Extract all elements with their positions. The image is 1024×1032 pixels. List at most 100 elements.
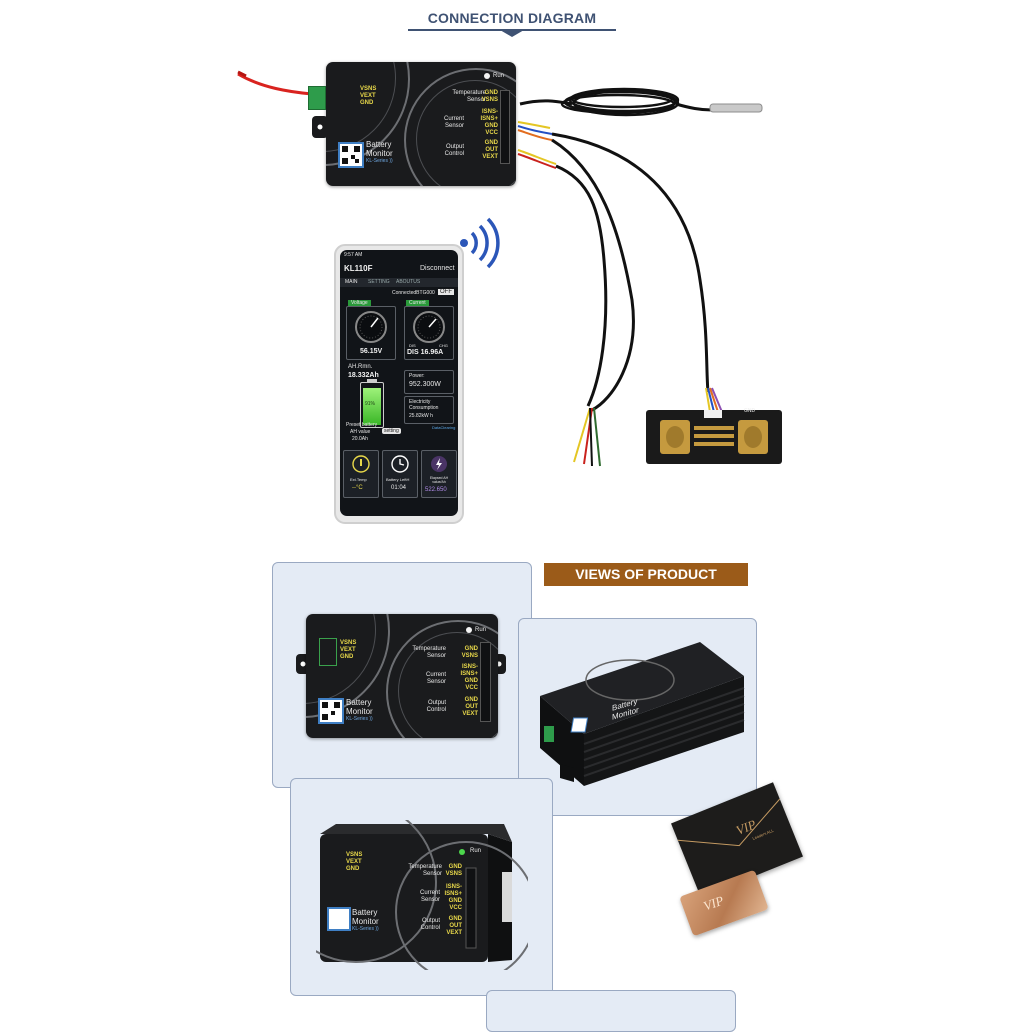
elec-label-1: Electricity [409,399,431,405]
side-pin-out: OUT [449,923,462,929]
front-pin-vcc: VCC [465,685,478,691]
app-title: KL110F [344,264,373,273]
tile-ext-temp-value: --°C [352,485,363,491]
front-title-line1: Battery [346,698,372,707]
wiring-illustration [237,70,763,467]
pin-isns-minus: ISNS- [481,109,498,115]
group-current-name2: Sensor [444,123,464,129]
ah-value: 18.332Ah [348,372,379,379]
tab-setting[interactable]: SETTING [368,279,390,285]
front-terminal-outline [319,638,337,666]
group-temp-name1: Temperature [452,90,486,96]
label-gnd: GND [360,100,374,106]
front-temp-name1: Temperature [412,646,446,652]
ah-label: AH.Rmn. [348,364,373,370]
battery-monitor-front: VSNS VEXT GND Run Battery Monitor KL-Ser… [306,614,498,738]
status-time: 9:57 AM [344,252,363,258]
battery-monitor-side [316,820,528,970]
tile-ext-temp-label: Ext.Temp [350,477,367,482]
side-output-name1: Output [421,918,440,924]
tab-aboutus[interactable]: ABOUTUS [396,279,421,285]
side-pin-output-gnd: GND [448,916,462,922]
front-temp-name2: Sensor [426,653,446,659]
clock-icon [391,455,409,473]
pin-current-gnd: GND [484,123,498,129]
group-output-name2: Control [444,151,464,157]
side-output-name2: Control [420,925,440,931]
tile-elapsed-ah-label: Elapsed AH value/Ah [429,476,449,484]
screw-terminal [308,86,326,110]
battery-monitor-angled [540,642,745,786]
tile-ext-temp: Ext.Temp --°C [343,450,379,498]
side-current-name2: Sensor [420,897,440,903]
side-pin-temp-gnd: GND [448,864,462,870]
connection-diagram-title: CONNECTION DIAGRAM [427,10,597,26]
pin-temp-vsns: VSNS [481,97,498,103]
power-panel: Power: 952.300W [404,370,454,394]
vip-card-black: VIP Leaders ALL [671,782,803,898]
front-current-name1: Current [425,672,446,678]
views-of-product-title: VIEWS OF PRODUCT [544,563,748,586]
front-pin-temp-vsns: VSNS [461,653,478,659]
front-run-label: Run [475,627,487,633]
front-pin-isns-plus: ISNS+ [460,671,478,677]
group-current-name1: Current [443,116,464,122]
pin-vcc: VCC [485,130,498,136]
pin-vext: VEXT [482,154,498,160]
side-pin-vext: VEXT [446,930,462,936]
device-title-line1: Battery [366,140,392,149]
connected-status: ConnectedBTG000 [392,290,435,296]
label-vsns: VSNS [360,86,377,92]
group-temp-name2: Sensor [466,97,486,103]
pin-output-gnd: GND [484,140,498,146]
qr-code [338,142,364,168]
mount-tab-left [312,116,328,138]
pin-isns-plus: ISNS+ [480,116,498,122]
side-pin-isns-minus: ISNS- [445,884,462,890]
disconnect-button[interactable]: Disconnect [420,265,455,272]
dis-label: DIS [409,343,416,348]
elec-value: 25.82kW h [409,413,433,419]
front-label-vext: VEXT [340,647,356,653]
vip-card-bronze-text: VIP [701,892,726,914]
front-pin-isns-minus: ISNS- [461,664,478,670]
sensor-port [500,90,510,164]
front-qr-code [318,698,344,724]
power-value: 952.300W [409,381,441,388]
side-label-gnd: GND [346,866,360,872]
front-output-name2: Control [426,707,446,713]
tile-battery-left-label: Battery LeftH [386,477,410,482]
front-pin-output-gnd: GND [464,697,478,703]
power-label: Power: [409,373,425,379]
front-pin-out: OUT [465,704,478,710]
pin-temp-gnd: GND [484,90,498,96]
setting-button[interactable]: setting [382,428,401,434]
side-current-name1: Current [419,890,440,896]
phone-app-screenshot: 9:57 AM KL110F Disconnect MAIN SETTING A… [334,244,464,524]
side-pin-vcc: VCC [449,905,462,911]
battery-monitor-device-top: VSNS VEXT GND Run Battery Monitor KL-Ser… [326,62,516,186]
tab-main[interactable]: MAIN [345,279,358,285]
front-sensor-port [480,642,491,722]
voltage-value: 56.15V [360,348,383,355]
chg-label: CHG [439,343,448,348]
front-output-name1: Output [427,700,446,706]
off-toggle[interactable]: OFF [438,289,454,295]
side-title-line2: Monitor [352,917,379,926]
elec-label-2: Consumption [409,405,439,411]
group-output-name1: Output [445,144,464,150]
data-clear-link[interactable]: DataClearing [432,425,456,430]
tile-elapsed-ah: Elapsed AH value/Ah 522.650 [421,450,457,498]
tile-battery-left: Battery LeftH 01:04 [382,450,418,498]
side-label-vext: VEXT [346,859,362,865]
side-series: KL-Series )) [352,926,379,932]
preset-line3: 20.0Ah [352,436,368,442]
front-series: KL-Series )) [346,716,373,722]
current-shunt: GND [646,408,782,464]
series-label: KL-Series )) [366,158,393,164]
front-label-gnd: GND [340,654,354,660]
side-label-vsns: VSNS [346,852,363,858]
front-label-vsns: VSNS [340,640,357,646]
title-pointer [500,30,524,37]
side-title-line1: Battery [352,908,378,917]
